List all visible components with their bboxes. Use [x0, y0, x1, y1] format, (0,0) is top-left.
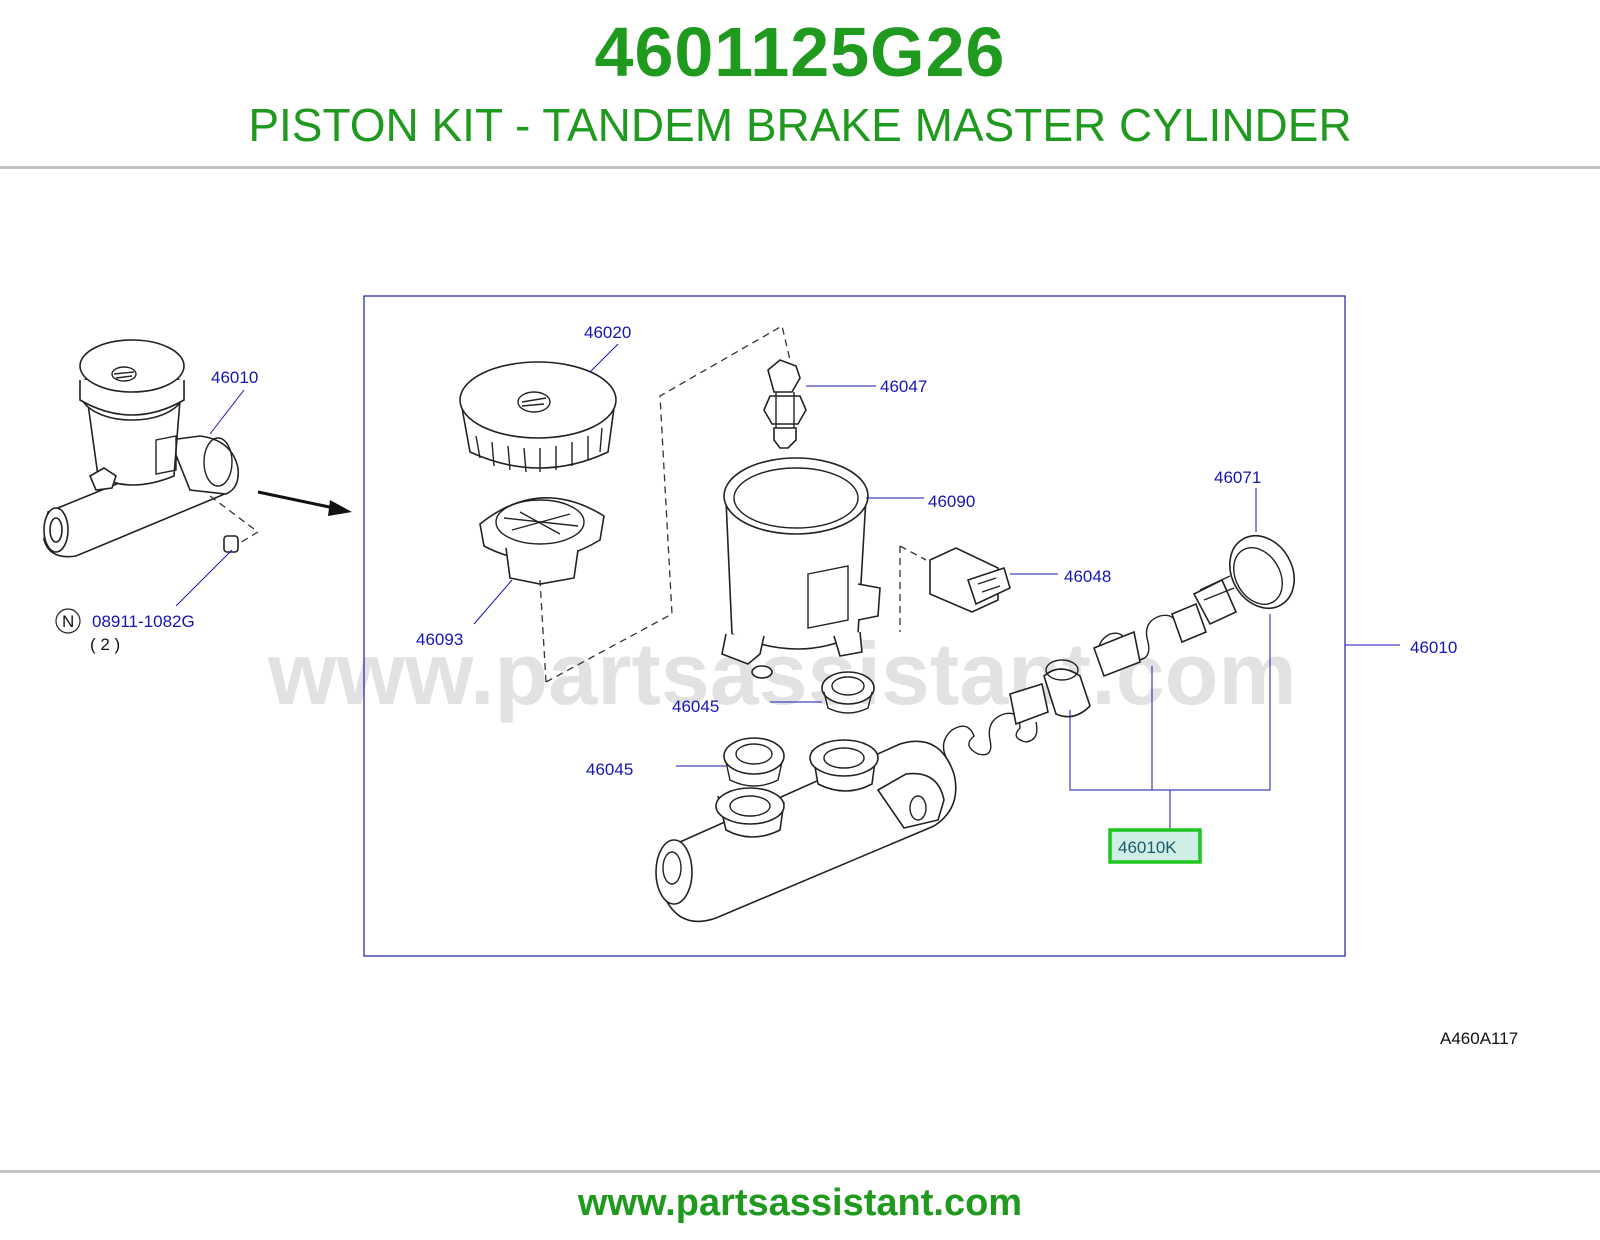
detail-arrow-icon — [257, 490, 352, 516]
part-46020-reservoir-cap — [459, 361, 617, 473]
callout-08911-1082G[interactable]: 08911-1082G — [92, 612, 195, 631]
part-46093-strainer — [479, 497, 605, 585]
part-title: PISTON KIT - TANDEM BRAKE MASTER CYLINDE… — [248, 99, 1352, 151]
callout-46045-lower[interactable]: 46045 — [586, 760, 633, 779]
callout-46048[interactable]: 46048 — [1064, 567, 1111, 586]
part-master-cylinder-body — [655, 739, 957, 923]
callout-46045-upper[interactable]: 46045 — [672, 697, 719, 716]
callout-46020[interactable]: 46020 — [584, 323, 631, 342]
part-piston-assembly — [942, 575, 1238, 765]
part-46071-ring — [1229, 535, 1295, 609]
callout-08911-quantity: ( 2 ) — [90, 635, 120, 654]
callout-46010K[interactable]: 46010K — [1118, 838, 1177, 857]
leader-46093 — [473, 579, 513, 625]
part-46045-seal-upper — [821, 671, 875, 714]
callout-46010-left[interactable]: 46010 — [211, 368, 258, 387]
callout-46010K-highlight — [1108, 828, 1202, 864]
callout-46071[interactable]: 46071 — [1214, 468, 1261, 487]
footer-url-link[interactable]: www.partsassistant.com — [577, 1182, 1023, 1224]
n-marker-label: N — [62, 612, 74, 631]
callout-46047[interactable]: 46047 — [880, 377, 927, 396]
part-number: 4601125G26 — [594, 13, 1006, 91]
n-marker-icon — [55, 608, 81, 634]
leader-08911 — [175, 549, 233, 607]
detail-frame — [363, 295, 1346, 957]
callout-46090[interactable]: 46090 — [928, 492, 975, 511]
leader-46020 — [589, 343, 619, 373]
part-46045-seal-lower — [723, 737, 785, 787]
part-46090-reservoir — [721, 457, 881, 679]
assembled-master-cylinder — [43, 339, 260, 558]
leader-46010K-bracket — [1069, 614, 1271, 834]
figure-code: A460A117 — [1440, 1029, 1518, 1048]
callout-46010-right[interactable]: 46010 — [1410, 638, 1457, 657]
part-46047-fitting — [763, 359, 807, 449]
leader-46010-left — [209, 389, 245, 435]
footer-divider — [0, 1170, 1600, 1173]
callout-46093[interactable]: 46093 — [416, 630, 463, 649]
header-divider — [0, 166, 1600, 169]
part-46048-level-switch — [929, 547, 1011, 613]
